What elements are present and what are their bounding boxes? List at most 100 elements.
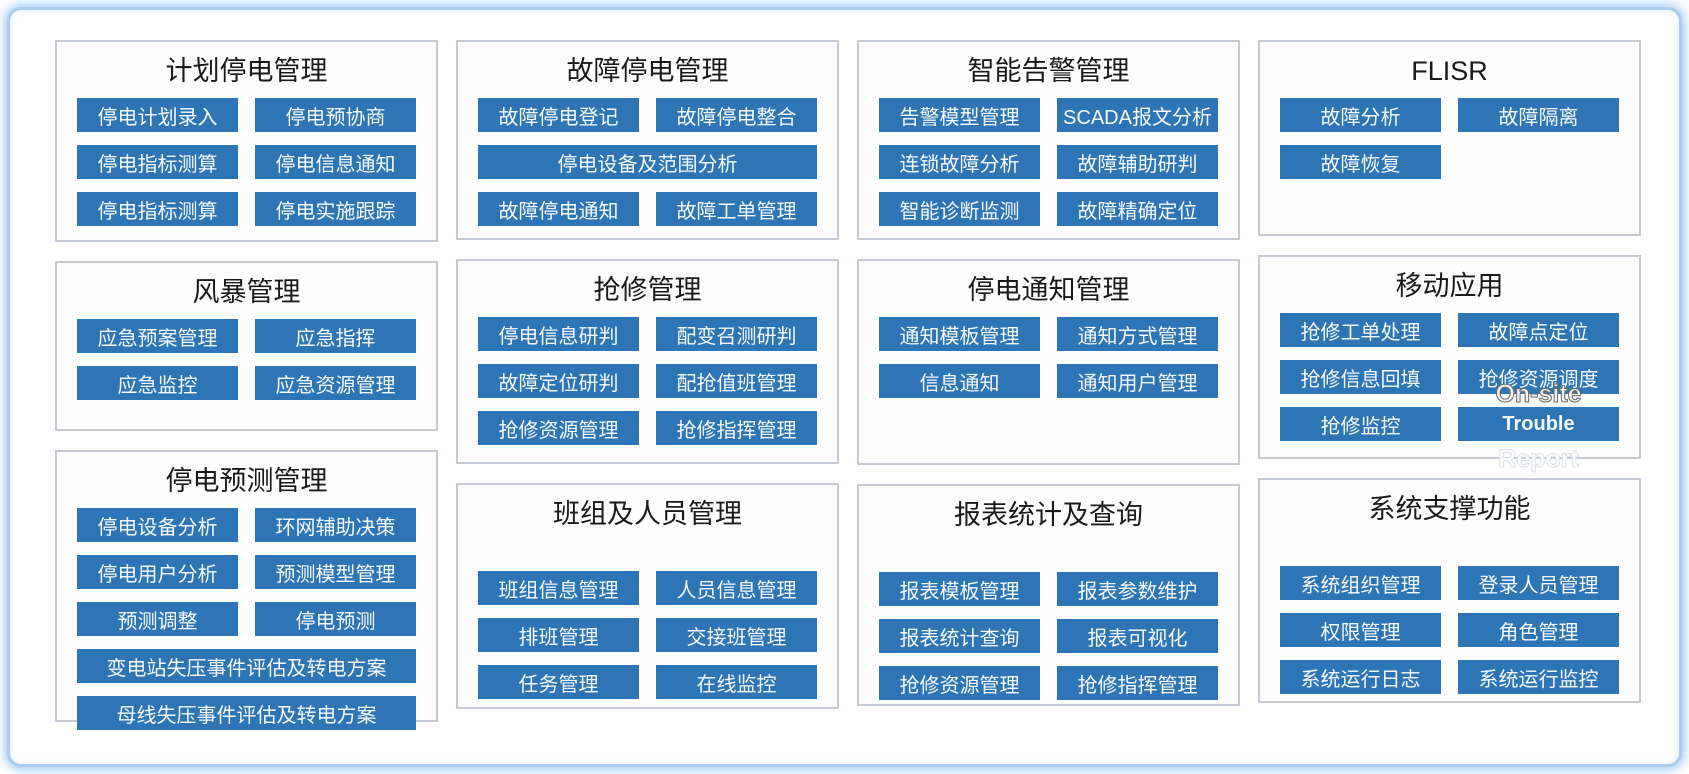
module-button[interactable]: 抢修监控 [1280,407,1441,442]
module-button[interactable]: 系统组织管理 [1280,566,1441,601]
module-button[interactable]: 应急指挥 [255,319,416,354]
module-button[interactable]: SCADA报文分析 [1057,98,1218,133]
module-button-label: 故障分析 [1320,106,1401,129]
module-button[interactable]: 环网辅助决策 [255,508,416,543]
module-button[interactable]: 停电用户分析 [77,555,238,590]
module-button[interactable]: 应急资源管理 [255,366,416,401]
module-button[interactable]: 停电信息研判 [478,317,639,352]
panel-system-support-functions: 系统支撑功能系统组织管理登录人员管理权限管理角色管理系统运行日志系统运行监控 [1258,478,1641,703]
panel-team-and-personnel-management: 班组及人员管理班组信息管理人员信息管理排班管理交接班管理任务管理在线监控 [456,483,839,709]
module-button[interactable]: 抢修工单处理 [1280,313,1441,348]
module-button[interactable]: 变电站失压事件评估及转电方案 [77,649,416,684]
module-button-label: 角色管理 [1498,621,1579,644]
module-button[interactable]: 角色管理 [1458,613,1619,648]
module-button[interactable]: 抢修指挥管理 [1057,666,1218,701]
module-button-label: 配抢值班管理 [676,372,797,395]
module-button[interactable]: 故障点定位 [1458,313,1619,348]
module-button[interactable]: 故障定位研判 [478,364,639,399]
module-button[interactable]: 智能诊断监测 [879,192,1040,227]
module-button-label: 交接班管理 [686,626,787,649]
panel-outage-forecast-management: 停电预测管理停电设备分析环网辅助决策停电用户分析预测模型管理预测调整停电预测变电… [55,450,438,731]
module-button[interactable]: 抢修指挥管理 [656,411,817,446]
module-button[interactable]: 应急监控 [77,366,238,401]
module-button[interactable]: 停电计划录入 [77,98,238,133]
module-button[interactable]: 停电实施跟踪 [255,192,416,227]
module-button-label: 抢修指挥管理 [676,419,797,442]
module-button[interactable]: 停电预协商 [255,98,416,133]
module-button-label: SCADA报文分析 [1063,106,1212,129]
module-button-label: 配变召测研判 [676,325,797,348]
module-button[interactable]: 报表可视化 [1057,619,1218,654]
module-button[interactable]: 母线失压事件评估及转电方案 [77,696,416,731]
module-button-label: 权限管理 [1320,621,1401,644]
panel-repair-management: 抢修管理停电信息研判配变召测研判故障定位研判配抢值班管理抢修资源管理抢修指挥管理 [456,259,839,464]
module-button[interactable]: 任务管理 [478,665,639,700]
module-button-label: 停电指标测算 [97,200,218,223]
module-button[interactable]: 故障分析 [1280,98,1441,133]
module-button-grid: 班组信息管理 人员信息管理排班管理 交接班管理任务管理在线监控 [478,571,817,700]
module-button[interactable]: 抢修资源管理 [879,666,1040,701]
module-button[interactable]: 停电信息通知 [255,145,416,180]
module-button[interactable]: 权限管理 [1280,613,1441,648]
module-button[interactable]: 故障停电通知 [478,192,639,227]
module-button[interactable]: 停电指标测算 [77,192,238,227]
module-button[interactable]: 交接班管理 [656,618,817,653]
module-button[interactable]: 配抢值班管理 [656,364,817,399]
module-button[interactable]: 故障停电登记 [478,98,639,133]
module-button-label: 预测模型管理 [275,563,396,586]
module-button[interactable]: 告警模型管理 [879,98,1040,133]
module-button[interactable]: 人员信息管理 [656,571,817,606]
module-button-label: 故障停电通知 [498,200,619,223]
column-2: 故障停电管理故障停电登记故障停电整合停电设备及范围分析故障停电通知故障工单管理 … [456,40,839,722]
module-button-label: 应急指挥 [295,327,376,350]
module-button[interactable]: 预测调整 [77,602,238,637]
module-button[interactable]: 通知方式管理 [1057,317,1218,352]
panels-grid: 计划停电管理停电计划录入停电预协商停电指标测算停电信息通知停电指标测算停电实施跟… [55,40,1641,731]
module-button[interactable]: 配变召测研判 [656,317,817,352]
module-button[interactable]: 信息通知 [879,364,1040,399]
module-button[interactable]: 报表参数维护 [1057,572,1218,607]
module-button-label: 故障停电登记 [498,106,619,129]
panel-title: 风暴管理 [192,277,301,307]
module-button[interactable]: 故障精确定位 [1057,192,1218,227]
module-button[interactable]: 故障隔离 [1458,98,1619,133]
module-button[interactable]: 系统运行日志 [1280,660,1441,695]
module-button[interactable]: 登录人员管理 [1458,566,1619,601]
module-button[interactable]: 预测模型管理 [255,555,416,590]
module-button-label: 抢修监控 [1320,415,1401,438]
module-button[interactable]: 故障停电整合 [656,98,817,133]
module-button-label: 应急资源管理 [275,374,396,397]
module-button-label: 告警模型管理 [899,106,1020,129]
module-button-label: 停电设备分析 [97,516,218,539]
module-button-label: 故障精确定位 [1077,200,1198,223]
module-button-label: 人员信息管理 [676,579,797,602]
module-button[interactable]: 故障辅助研判 [1057,145,1218,180]
module-button-label: 系统组织管理 [1300,574,1421,597]
module-button[interactable]: 停电设备分析 [77,508,238,543]
module-button[interactable]: 故障工单管理 [656,192,817,227]
module-button[interactable]: 通知用户管理 [1057,364,1218,399]
module-button[interactable]: 停电指标测算 [77,145,238,180]
module-button[interactable]: 通知模板管理 [879,317,1040,352]
module-button[interactable]: 连锁故障分析 [879,145,1040,180]
overlay-text: Report [1498,445,1580,474]
module-button-label: 连锁故障分析 [899,153,1020,176]
module-button[interactable]: 应急预案管理 [77,319,238,354]
module-button[interactable]: 报表统计查询 [879,619,1040,654]
module-button[interactable]: 故障恢复 [1280,145,1441,180]
module-button[interactable]: 停电设备及范围分析 [478,145,817,180]
module-button[interactable]: 系统运行监控 [1458,660,1619,695]
module-button[interactable]: 排班管理 [478,618,639,653]
module-button-grid: 故障分析 故障隔离故障恢复 [1280,98,1619,180]
module-button[interactable]: 抢修资源管理 [478,411,639,446]
module-button[interactable]: 停电预测 [255,602,416,637]
module-button[interactable]: 在线监控 [656,665,817,700]
module-button[interactable]: 抢修信息回填 [1280,360,1441,395]
module-button-grid: 应急预案管理 应急指挥应急监控 应急资源管理 [77,319,416,401]
module-button[interactable]: 班组信息管理 [478,571,639,606]
module-button[interactable]: 报表模板管理 [879,572,1040,607]
